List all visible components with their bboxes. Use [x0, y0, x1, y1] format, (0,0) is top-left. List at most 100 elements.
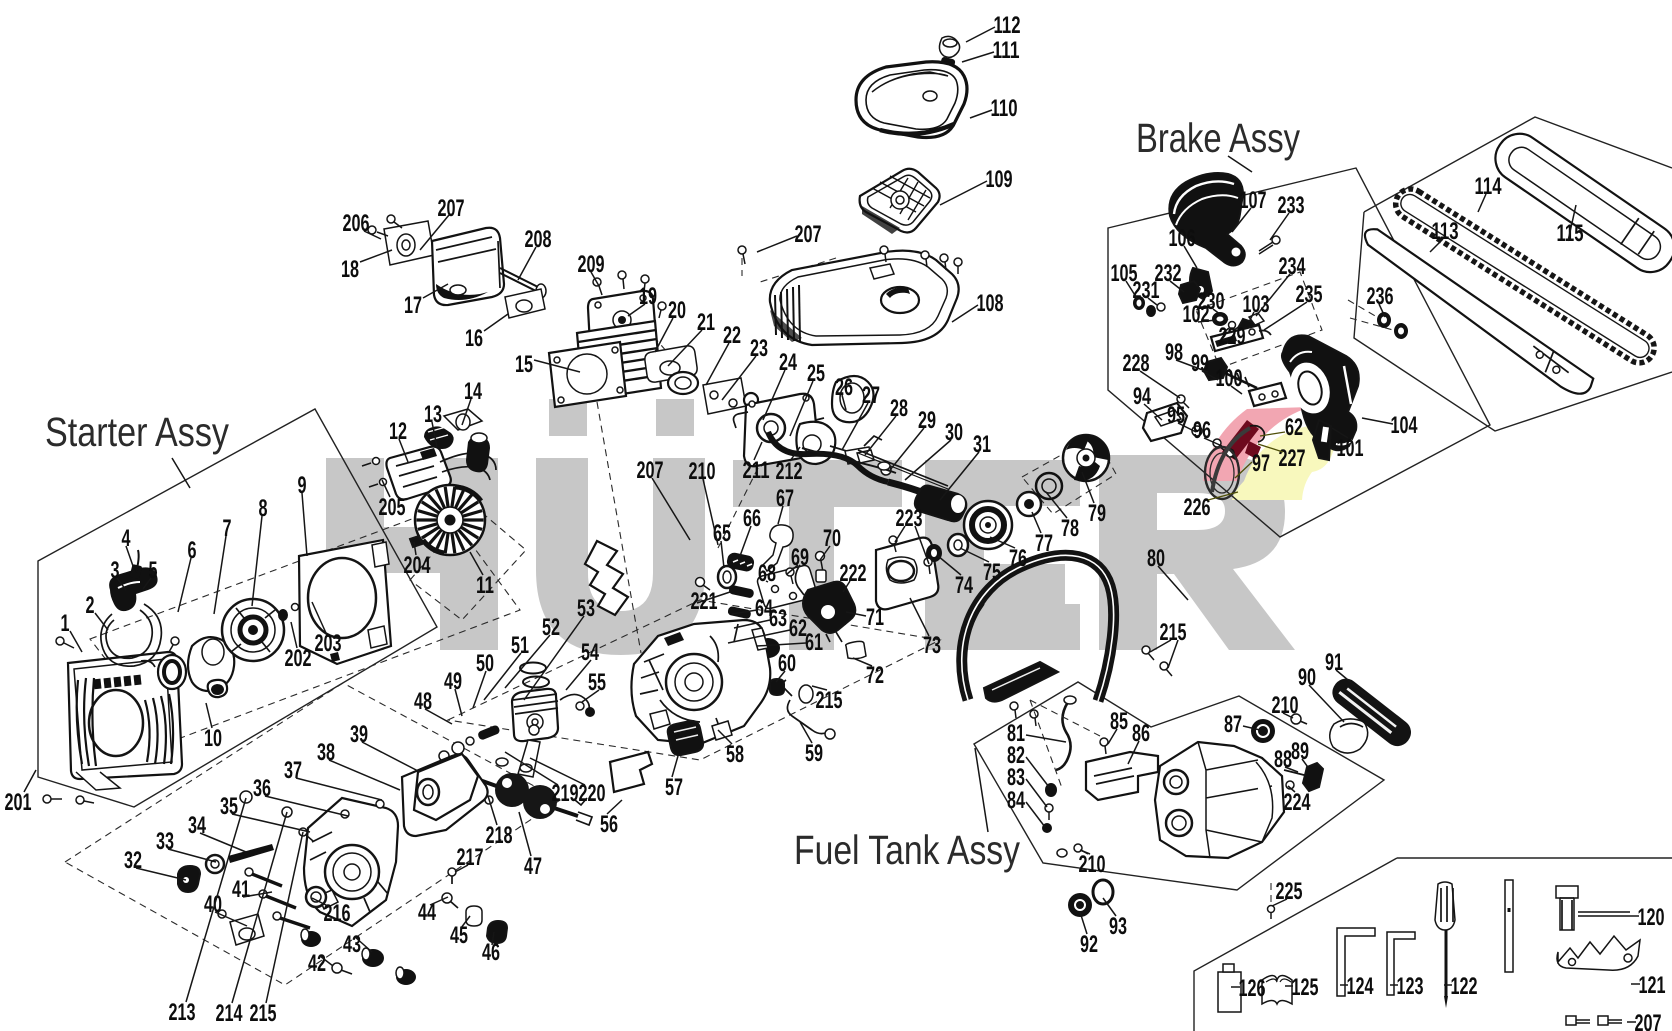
- svg-text:25: 25: [807, 360, 825, 387]
- svg-text:208: 208: [525, 226, 552, 253]
- svg-text:29: 29: [918, 407, 936, 434]
- svg-text:16: 16: [465, 325, 483, 352]
- svg-text:108: 108: [977, 290, 1004, 317]
- svg-text:39: 39: [350, 721, 368, 748]
- svg-text:207: 207: [637, 457, 664, 484]
- svg-text:100: 100: [1216, 365, 1243, 392]
- svg-text:53: 53: [577, 595, 595, 622]
- svg-text:80: 80: [1147, 545, 1165, 572]
- svg-text:61: 61: [805, 629, 823, 656]
- svg-text:10: 10: [204, 725, 222, 752]
- svg-text:206: 206: [343, 210, 370, 237]
- svg-text:49: 49: [444, 668, 462, 695]
- svg-text:89: 89: [1291, 738, 1309, 765]
- svg-text:213: 213: [169, 999, 196, 1026]
- svg-text:97: 97: [1252, 450, 1270, 477]
- svg-text:105: 105: [1111, 260, 1138, 287]
- svg-text:210: 210: [689, 458, 716, 485]
- svg-text:58: 58: [726, 741, 744, 768]
- svg-text:111: 111: [993, 37, 1020, 64]
- svg-text:234: 234: [1279, 253, 1306, 280]
- svg-text:217: 217: [457, 844, 484, 871]
- svg-text:209: 209: [578, 251, 605, 278]
- svg-text:60: 60: [778, 650, 796, 677]
- svg-text:42: 42: [308, 950, 326, 977]
- svg-text:125: 125: [1292, 974, 1319, 1001]
- svg-text:95: 95: [1167, 402, 1185, 429]
- svg-text:224: 224: [1284, 789, 1311, 816]
- svg-text:3: 3: [111, 557, 120, 584]
- svg-text:90: 90: [1298, 664, 1316, 691]
- svg-text:102: 102: [1183, 301, 1210, 328]
- svg-text:14: 14: [464, 378, 482, 405]
- svg-text:216: 216: [324, 900, 351, 927]
- svg-text:210: 210: [1272, 692, 1299, 719]
- svg-text:218: 218: [486, 822, 513, 849]
- svg-text:77: 77: [1035, 530, 1053, 557]
- svg-text:121: 121: [1639, 972, 1666, 999]
- svg-text:92: 92: [1080, 931, 1098, 958]
- svg-text:98: 98: [1165, 339, 1183, 366]
- svg-text:86: 86: [1132, 720, 1150, 747]
- svg-text:223: 223: [896, 505, 923, 532]
- svg-text:66: 66: [743, 505, 761, 532]
- svg-text:215: 215: [816, 687, 843, 714]
- svg-text:56: 56: [600, 811, 618, 838]
- svg-text:88: 88: [1274, 746, 1292, 773]
- svg-text:94: 94: [1133, 383, 1151, 410]
- svg-text:123: 123: [1397, 973, 1424, 1000]
- svg-text:120: 120: [1638, 904, 1665, 931]
- svg-text:41: 41: [232, 876, 250, 903]
- svg-text:69: 69: [791, 544, 809, 571]
- svg-text:28: 28: [890, 395, 908, 422]
- svg-text:18: 18: [341, 256, 359, 283]
- svg-text:34: 34: [188, 812, 206, 839]
- svg-text:11: 11: [476, 572, 494, 599]
- svg-text:68: 68: [758, 560, 776, 587]
- svg-text:50: 50: [476, 650, 494, 677]
- svg-text:235: 235: [1296, 281, 1323, 308]
- svg-text:203: 203: [315, 630, 342, 657]
- svg-text:63: 63: [769, 605, 787, 632]
- svg-text:70: 70: [823, 525, 841, 552]
- svg-text:96: 96: [1193, 417, 1211, 444]
- svg-text:19: 19: [639, 283, 657, 310]
- svg-text:26: 26: [835, 374, 853, 401]
- svg-text:21: 21: [697, 309, 715, 336]
- svg-text:114: 114: [1475, 173, 1502, 200]
- svg-text:23: 23: [750, 335, 768, 362]
- svg-text:225: 225: [1276, 878, 1303, 905]
- svg-text:40: 40: [204, 891, 222, 918]
- svg-text:75: 75: [983, 559, 1001, 586]
- svg-text:45: 45: [450, 922, 468, 949]
- svg-text:17: 17: [404, 292, 422, 319]
- svg-text:30: 30: [945, 419, 963, 446]
- svg-text:122: 122: [1451, 973, 1478, 1000]
- svg-text:64: 64: [755, 595, 773, 622]
- svg-text:20: 20: [668, 297, 686, 324]
- svg-text:91: 91: [1325, 649, 1343, 676]
- svg-text:87: 87: [1224, 711, 1242, 738]
- svg-text:71: 71: [866, 604, 884, 631]
- svg-text:8: 8: [259, 495, 268, 522]
- svg-text:81: 81: [1007, 720, 1025, 747]
- svg-text:1: 1: [61, 610, 70, 637]
- svg-text:226: 226: [1184, 494, 1211, 521]
- svg-text:76: 76: [1009, 545, 1027, 572]
- svg-text:215: 215: [250, 1000, 277, 1027]
- svg-text:112: 112: [994, 12, 1021, 39]
- svg-text:2: 2: [86, 592, 95, 619]
- svg-text:222: 222: [840, 560, 867, 587]
- svg-text:78: 78: [1061, 515, 1079, 542]
- svg-text:104: 104: [1391, 412, 1418, 439]
- svg-text:207: 207: [1635, 1010, 1662, 1031]
- svg-text:22: 22: [723, 322, 741, 349]
- svg-text:207: 207: [795, 221, 822, 248]
- svg-text:124: 124: [1347, 973, 1374, 1000]
- svg-text:204: 204: [404, 552, 431, 579]
- svg-text:47: 47: [524, 853, 542, 880]
- svg-text:35: 35: [220, 793, 238, 820]
- svg-text:32: 32: [124, 847, 142, 874]
- svg-text:85: 85: [1110, 708, 1128, 735]
- svg-text:210: 210: [1079, 851, 1106, 878]
